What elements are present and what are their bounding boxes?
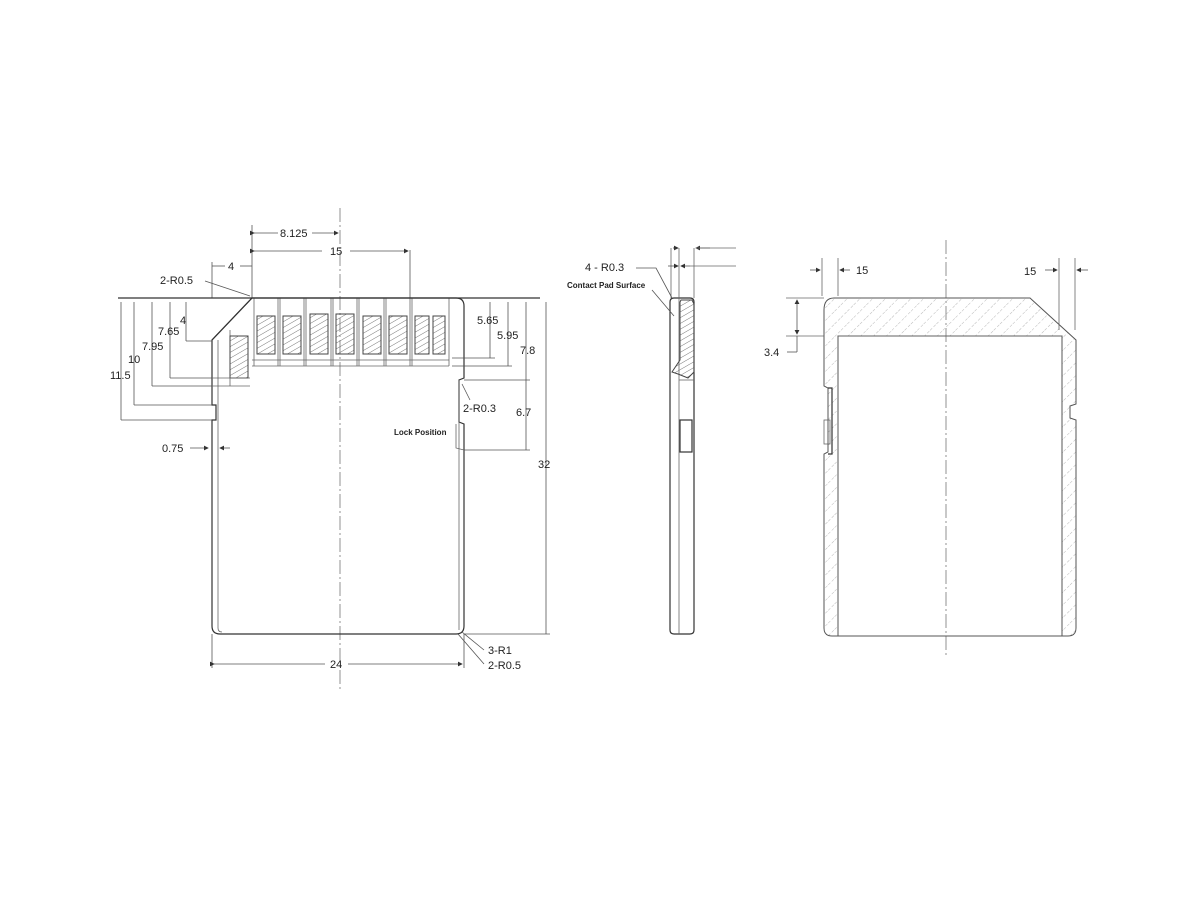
dim-765: 7.65 [158, 326, 179, 338]
contact-pad-7 [414, 315, 430, 355]
dim-4-top: 4 [228, 261, 234, 273]
section-dim-15-right: 15 [1024, 266, 1036, 278]
card-outline [211, 297, 465, 635]
dim-chamfer-radius: 2-R0.5 [160, 275, 193, 287]
contact-pad-9 [229, 335, 249, 379]
contact-pad-4 [335, 313, 355, 355]
dim-3-r1: 3-R1 [488, 645, 512, 657]
dim-795: 7.95 [142, 341, 163, 353]
contact-pad-2 [282, 315, 302, 355]
contact-pads [212, 298, 450, 387]
front-view: 8.125 15 4 2-R0.5 4 7.65 7.95 10 11.5 0.… [110, 208, 550, 690]
section-dim-34: 3.4 [764, 347, 779, 359]
lock-position-label: Lock Position [394, 428, 447, 437]
lock-notch [455, 424, 465, 451]
side-outline [669, 297, 695, 635]
left-dimensions [118, 297, 540, 421]
section-shell [823, 297, 1077, 637]
dim-10: 10 [128, 354, 140, 366]
dim-565: 5.65 [477, 315, 498, 327]
section-view: 15 15 3.4 [764, 240, 1088, 655]
contact-pad-6 [388, 315, 408, 355]
side-radius-label: 4 - R0.3 [585, 262, 624, 274]
dim-075: 0.75 [162, 443, 183, 455]
dim-67: 6.7 [516, 407, 531, 419]
right-dimensions [452, 302, 550, 635]
bottom-dimensions [210, 631, 485, 668]
contact-pad-5 [362, 315, 382, 355]
contact-pad-8 [432, 315, 446, 355]
side-lock-switch [679, 419, 693, 453]
section-dim-15-left: 15 [856, 265, 868, 277]
dim-4-left: 4 [180, 315, 186, 327]
dim-8125: 8.125 [280, 228, 308, 240]
side-view: 4 - R0.3 Contact Pad Surface [567, 245, 736, 635]
dim-78: 7.8 [520, 345, 535, 357]
contact-pad-3 [309, 313, 329, 355]
side-contact-section [671, 299, 695, 379]
dim-32: 32 [538, 459, 550, 471]
dim-24: 24 [330, 659, 342, 671]
top-dimensions [211, 225, 411, 298]
contact-pad-surface-label: Contact Pad Surface [567, 281, 646, 290]
dim-115: 11.5 [110, 370, 131, 382]
dim-2-r05: 2-R0.5 [488, 660, 521, 672]
dim-r03: 2-R0.3 [463, 403, 496, 415]
dim-15-top: 15 [330, 246, 342, 258]
contact-pad-1 [256, 315, 276, 355]
dim-595: 5.95 [497, 330, 518, 342]
